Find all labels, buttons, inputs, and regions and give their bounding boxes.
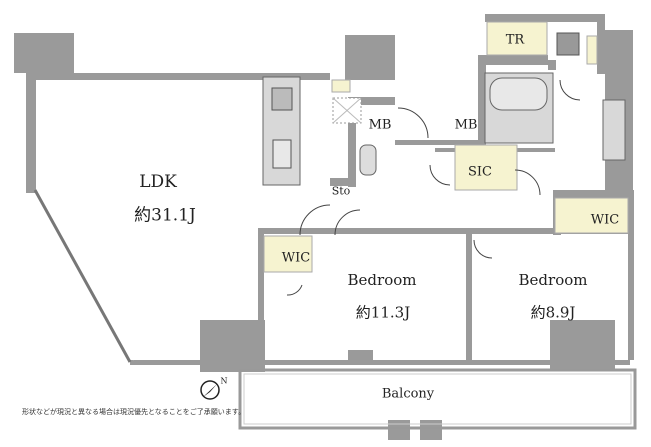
compass-north-label: N (220, 376, 228, 386)
ldk-label: LDK (139, 172, 177, 192)
bedroom1-size: 約11.3J (355, 303, 411, 322)
sink-icon (272, 139, 292, 169)
disclaimer-note: 形状などが現況と異なる場合は現況優先となることをご了承願います。 (22, 408, 246, 416)
stove-icon (271, 87, 293, 111)
wic1-label: WIC (281, 250, 311, 266)
sto-label: Sto (331, 184, 351, 198)
bathtub-icon (489, 77, 548, 111)
doors (286, 79, 581, 296)
balcony-outline (238, 368, 637, 430)
exterior-window-wall (33, 189, 132, 363)
bedroom1-label: Bedroom (347, 271, 417, 289)
washer-icon (556, 32, 580, 56)
vanity-icon (602, 99, 626, 161)
wic2-label: WIC (590, 212, 620, 228)
sic-label: SIC (468, 164, 492, 180)
ldk-size: 約31.1J (134, 205, 196, 226)
mb1-label: MB (368, 117, 392, 133)
toilet-icon (359, 144, 377, 176)
bedroom2-size: 約8.9J (530, 303, 576, 322)
tr-label: TR (505, 32, 525, 48)
mb2-label: MB (454, 117, 478, 133)
bedroom2-label: Bedroom (518, 271, 588, 289)
compass-icon (200, 380, 220, 400)
balcony-label: Balcony (381, 386, 435, 402)
